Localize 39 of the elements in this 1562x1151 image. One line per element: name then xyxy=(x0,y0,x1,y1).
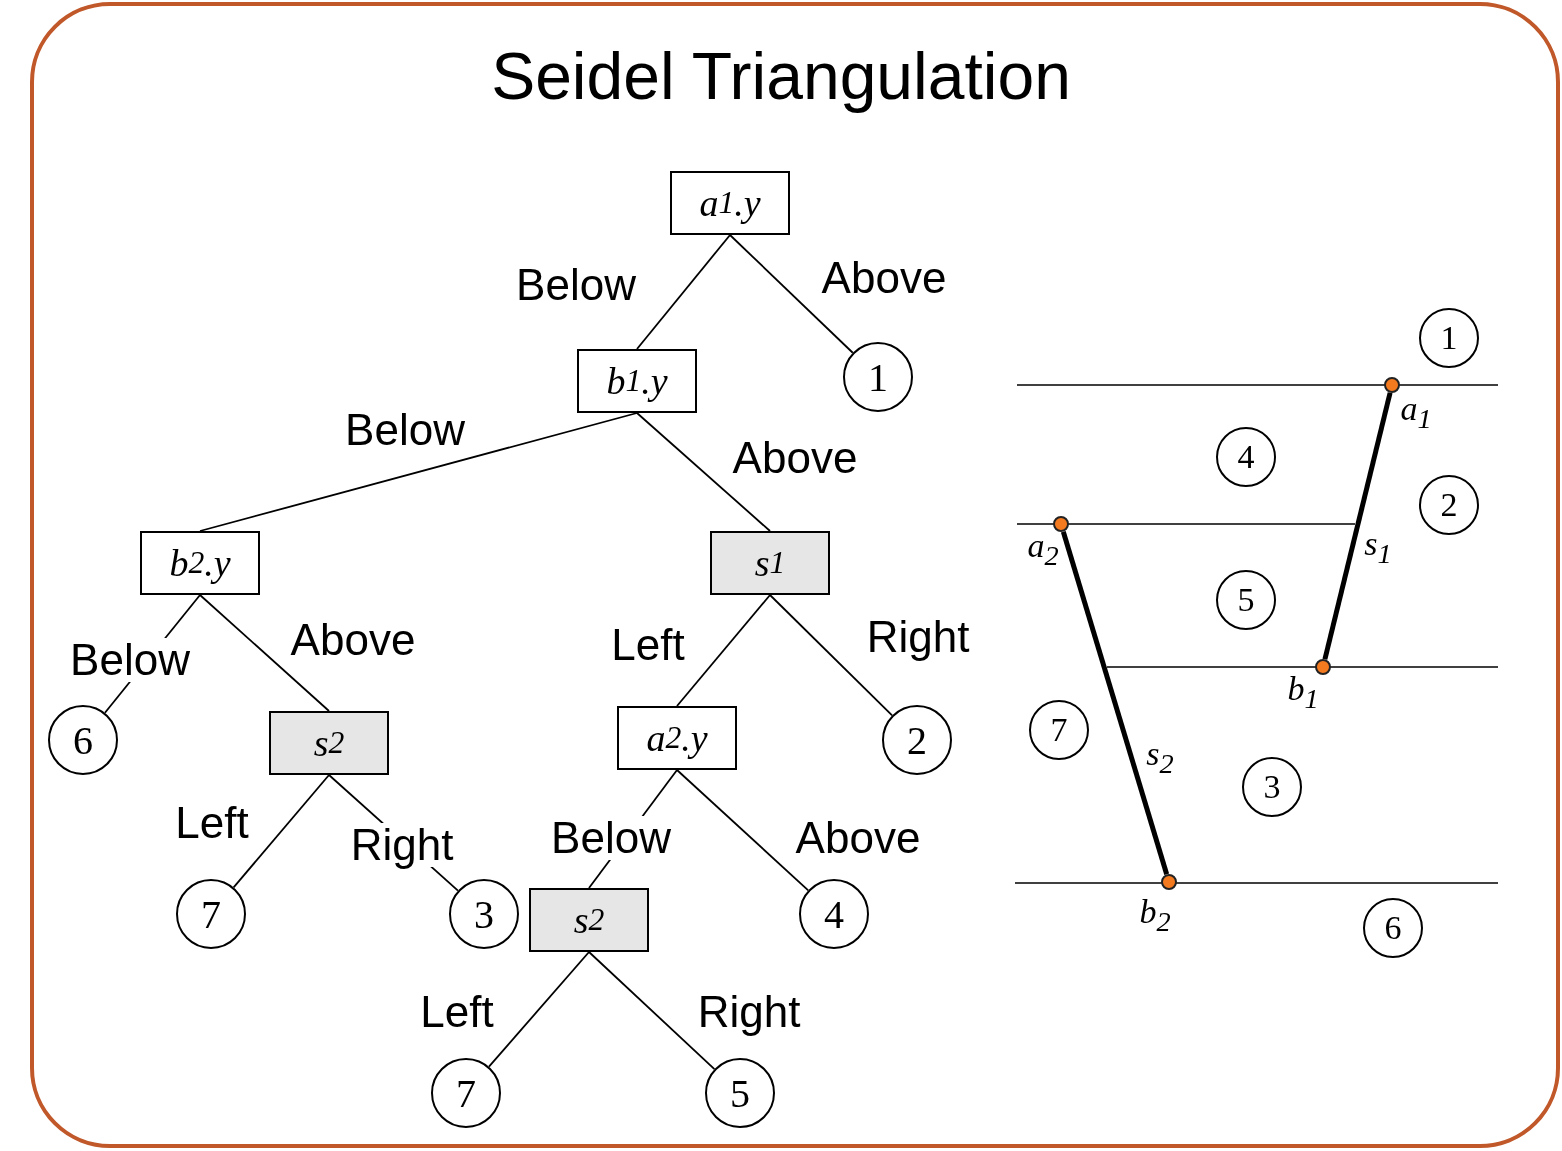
endpoint-dot xyxy=(1161,874,1177,890)
endpoint-dot xyxy=(1315,659,1331,675)
region-number-circle: 1 xyxy=(1419,308,1479,368)
tree-edge xyxy=(729,234,854,354)
trapezoid-leaf-circle: 5 xyxy=(705,1058,775,1128)
edge-label: s$_{1}$ xyxy=(1364,527,1392,569)
tree-edge xyxy=(588,951,716,1070)
tree-edge xyxy=(199,594,330,712)
region-number-circle: 7 xyxy=(1029,700,1089,760)
endpoint-dot xyxy=(1053,516,1069,532)
region-number-circle: 4 xyxy=(1216,427,1276,487)
tree-edge xyxy=(636,412,771,532)
region-number-circle: 3 xyxy=(1242,757,1302,817)
trapezoid-leaf-circle: 3 xyxy=(449,879,519,949)
endpoint-dot xyxy=(1384,377,1400,393)
point-label: a$_{2}$ xyxy=(1027,529,1059,571)
trapezoid-leaf-circle: 7 xyxy=(176,879,246,949)
segment-line xyxy=(1060,530,1170,876)
trapezoid-leaf-circle: 2 xyxy=(882,705,952,775)
region-number-circle: 2 xyxy=(1419,475,1479,535)
slide-title: Seidel Triangulation xyxy=(490,40,1072,113)
trapezoid-leaf-circle: 4 xyxy=(799,879,869,949)
tree-edge xyxy=(199,412,638,532)
segment-line xyxy=(1322,392,1393,660)
tree-edge xyxy=(232,774,330,889)
tree-edge xyxy=(676,594,771,707)
tree-edge xyxy=(676,769,810,892)
region-number-circle: 5 xyxy=(1216,570,1276,630)
trapezoid-leaf-circle: 1 xyxy=(843,342,913,412)
edge-label: s$_{2}$ xyxy=(1146,737,1174,779)
point-label: a$_{1}$ xyxy=(1400,392,1432,434)
trapezoid-leaf-circle: 7 xyxy=(431,1058,501,1128)
point-label: b$_{2}$ xyxy=(1139,895,1171,937)
trapezoid-leaf-circle: 6 xyxy=(48,705,118,775)
point-label: b$_{1}$ xyxy=(1287,672,1319,714)
tree-edge xyxy=(488,951,590,1068)
tree-edge xyxy=(636,234,731,350)
tree-edge xyxy=(769,594,893,717)
region-number-circle: 6 xyxy=(1363,898,1423,958)
